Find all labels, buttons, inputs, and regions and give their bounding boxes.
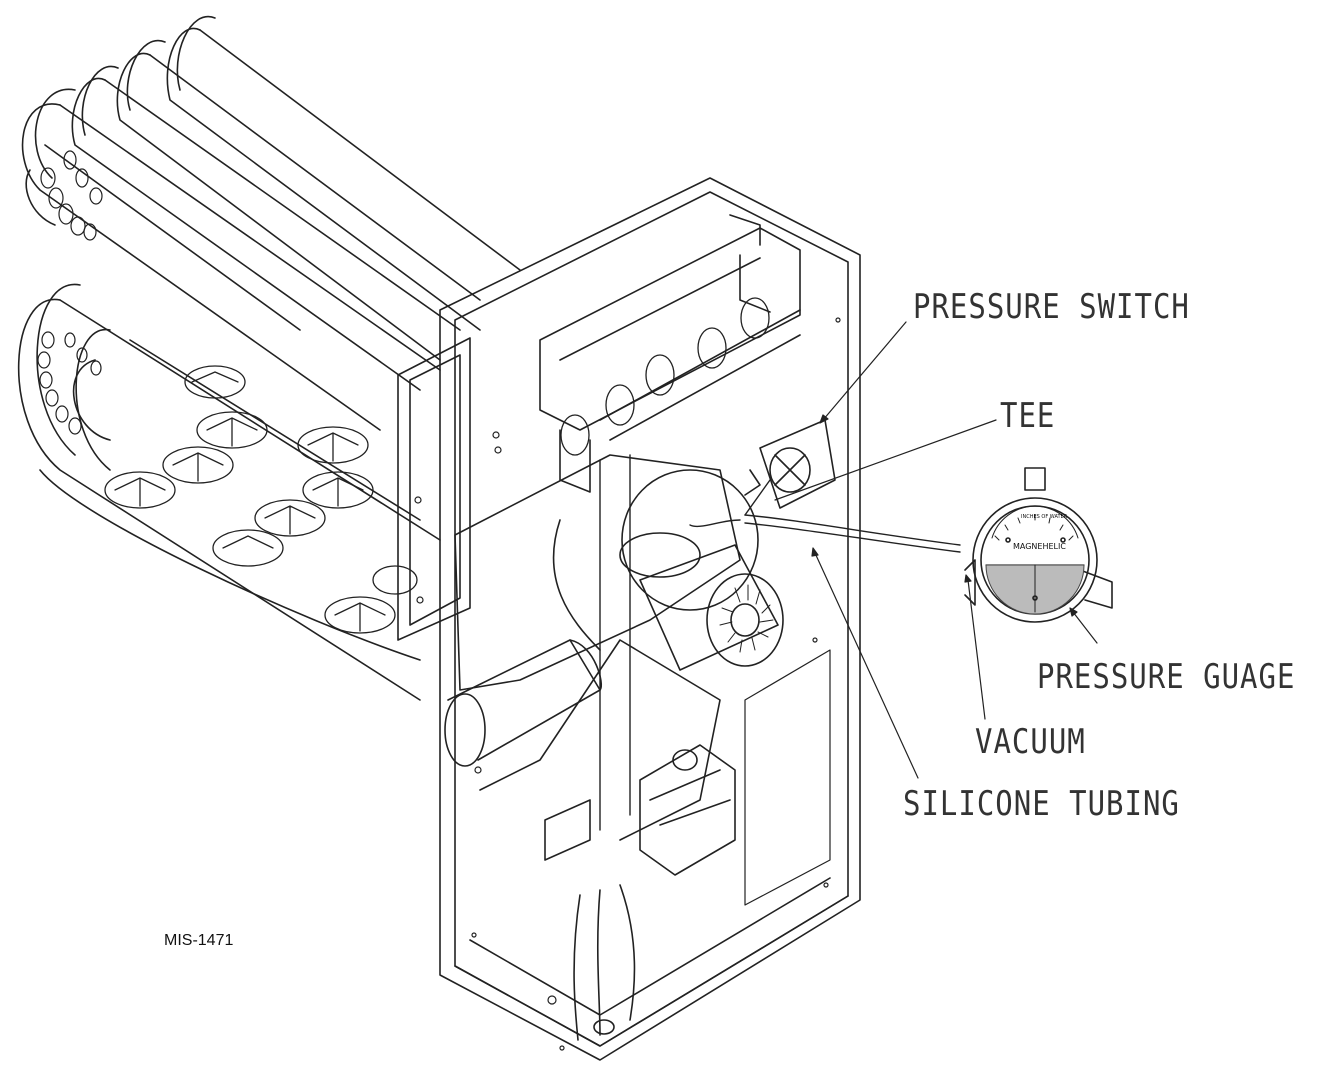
upper-heating-coils xyxy=(21,15,521,431)
lower-heating-coils xyxy=(17,283,441,701)
silicone-tubing-label: SILICONE TUBING xyxy=(903,783,1180,824)
pressure-switch-component xyxy=(744,419,836,509)
blower-assembly xyxy=(444,454,784,841)
tee-label: TEE xyxy=(1000,395,1056,436)
motor-vent-slots xyxy=(719,584,774,653)
gauge-brand-text: MAGNEHELIC xyxy=(1013,542,1066,551)
pressure-gauge-label: PRESSURE GUAGE xyxy=(1037,656,1296,697)
pressure-gauge-graphic xyxy=(964,467,1113,623)
vacuum-label: VACUUM xyxy=(975,721,1086,762)
silicone-tubing-lines xyxy=(689,479,961,553)
control-valve xyxy=(544,744,736,1041)
callout-leaders xyxy=(774,321,1098,779)
gauge-range-text: INCHES OF WATER xyxy=(1021,514,1068,520)
cabinet-housing xyxy=(397,177,861,1061)
upper-coil-studs xyxy=(40,150,103,241)
pressure-switch-label: PRESSURE SWITCH xyxy=(913,286,1190,327)
coil-support-discs xyxy=(104,365,418,634)
mounting-holes xyxy=(414,317,841,1051)
relay-bank xyxy=(539,214,801,493)
drawing-id: MIS-1471 xyxy=(164,932,234,949)
lower-coil-studs xyxy=(37,331,102,435)
